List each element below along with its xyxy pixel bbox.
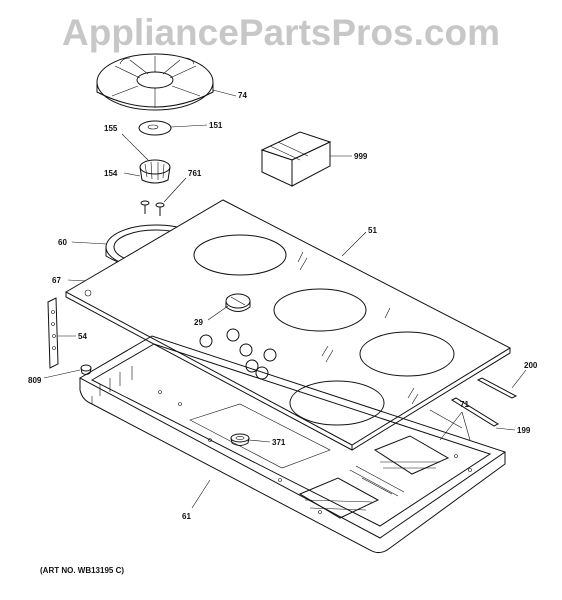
callout-809: 809 (28, 376, 42, 385)
callout-999: 999 (354, 152, 368, 161)
callout-199: 199 (517, 426, 531, 435)
callout-200: 200 (524, 361, 538, 370)
part-151-burner-cap[interactable] (138, 120, 172, 136)
callout-29: 29 (194, 318, 203, 327)
part-200-strip[interactable] (476, 377, 518, 399)
art-number: (ART NO. WB13195 C) (40, 566, 125, 575)
callout-67: 67 (52, 276, 61, 285)
callout-151: 151 (209, 121, 223, 130)
callout-371: 371 (272, 438, 286, 447)
callout-155: 155 (104, 124, 118, 133)
part-809-clip[interactable] (80, 364, 92, 375)
part-74-burner-grate[interactable] (96, 53, 214, 111)
callout-71: 71 (460, 400, 469, 409)
callout-154: 154 (104, 169, 118, 178)
part-999-parts-kit[interactable] (260, 131, 332, 187)
part-199-side-strip[interactable] (450, 397, 500, 427)
callout-74: 74 (238, 91, 247, 100)
callout-60: 60 (58, 238, 67, 247)
callout-761: 761 (188, 169, 202, 178)
part-61-lower-housing[interactable] (78, 335, 507, 554)
callout-61: 61 (182, 512, 191, 521)
part-371-grommet[interactable] (230, 433, 250, 446)
part-29-control-knob[interactable] (225, 293, 251, 312)
part-761-screws[interactable] (140, 200, 165, 216)
watermark: AppliancePartsPros.com (62, 12, 500, 53)
callout-51: 51 (368, 226, 377, 235)
part-54-bracket[interactable] (47, 297, 59, 369)
callout-54: 54 (78, 332, 87, 341)
part-51-glass-cooktop[interactable] (64, 199, 512, 451)
part-71-trim[interactable] (429, 409, 463, 429)
part-155-burner-head[interactable] (139, 159, 171, 184)
